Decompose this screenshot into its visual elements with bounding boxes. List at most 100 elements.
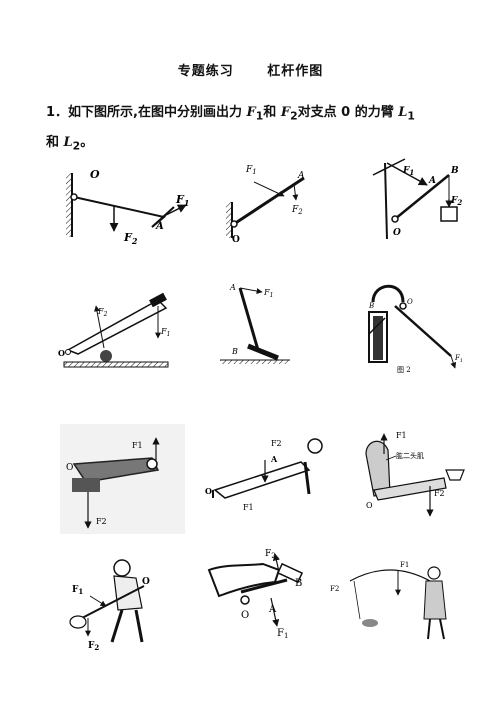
weight-block xyxy=(440,206,458,222)
figure-11-pedal: F2 B O A F1 xyxy=(207,549,304,640)
svg-text:F1: F1 xyxy=(160,327,170,338)
label-f2-sub: 2 xyxy=(456,198,462,207)
spout xyxy=(368,317,386,335)
pedal-bar xyxy=(240,578,288,594)
q-end: 。 xyxy=(80,134,94,150)
label-f1-sub: 1 xyxy=(78,587,83,596)
title-subject: 杠杆作图 xyxy=(267,64,324,79)
label-f1: F xyxy=(263,288,270,297)
force-f1-arrow xyxy=(253,181,285,197)
label-f1: F1 xyxy=(243,503,254,512)
shovel-handle xyxy=(81,585,145,619)
figure-9-forearm: F1 肱二头肌 F2 O xyxy=(365,431,465,517)
label-o: O xyxy=(90,168,100,181)
svg-text:F2: F2 xyxy=(123,231,138,246)
pivot xyxy=(240,595,250,605)
leg-right xyxy=(134,609,144,643)
object xyxy=(100,350,112,362)
label-f1-sub: 1 xyxy=(252,168,256,176)
label-o: O xyxy=(205,486,212,496)
label-f2: F2 xyxy=(330,585,339,593)
label-f2-sub: 2 xyxy=(131,236,138,246)
label-o: O xyxy=(241,610,249,621)
q-f2-sub: 2 xyxy=(290,109,298,123)
head xyxy=(113,559,131,577)
handle xyxy=(149,292,167,308)
q-f1-sub: 1 xyxy=(255,109,264,123)
label-f1: F xyxy=(72,585,79,595)
base-plate xyxy=(247,343,279,361)
pivot xyxy=(230,220,238,228)
arm xyxy=(303,461,311,495)
torso xyxy=(113,575,143,611)
pivot xyxy=(70,193,78,201)
label-f2: F2 xyxy=(271,439,282,448)
pivot xyxy=(399,302,407,310)
rod xyxy=(233,176,305,226)
label-f2: F xyxy=(291,205,299,215)
label-f2-sub: 2 xyxy=(271,552,275,560)
label-f2-sub: 2 xyxy=(297,208,303,216)
label-b: B xyxy=(295,578,302,589)
svg-text:F1: F1 xyxy=(72,585,83,596)
label-f2-sub: 2 xyxy=(103,311,108,318)
svg-text:F1: F1 xyxy=(175,193,189,208)
fishing-rod xyxy=(349,569,431,582)
label-f2: F xyxy=(88,641,95,651)
boom xyxy=(394,174,450,220)
label-a: A xyxy=(268,604,277,615)
figure-6-water-pump: B O F1 图 2 xyxy=(368,284,463,374)
pump-arc xyxy=(371,284,405,303)
label-f1: F xyxy=(277,628,284,639)
label-f2: F2 xyxy=(96,517,107,526)
q-l2-sub: 2 xyxy=(72,139,81,153)
label-o: O xyxy=(232,235,240,245)
label-f1-sub: 1 xyxy=(167,331,171,338)
pole xyxy=(384,162,388,240)
label-f1-sub: 1 xyxy=(460,358,463,364)
svg-text:F1: F1 xyxy=(454,354,463,364)
svg-text:F1: F1 xyxy=(263,288,273,299)
svg-text:F2: F2 xyxy=(265,549,276,560)
label-f2: F xyxy=(123,231,133,244)
label-b: B xyxy=(450,166,459,176)
force-f1-arrow xyxy=(89,595,107,607)
force-f2-arrow xyxy=(94,305,105,349)
label-o: O xyxy=(142,577,150,587)
force-f2-arrow xyxy=(272,553,280,573)
fisher-body xyxy=(423,580,447,620)
fishing-line xyxy=(353,580,361,620)
label-a: A xyxy=(270,454,278,464)
q-and1: 和 xyxy=(263,105,281,120)
stick xyxy=(238,287,260,351)
wall-hatch xyxy=(226,202,232,238)
pump-core xyxy=(373,316,383,360)
q-f1: F xyxy=(246,105,256,120)
pivot xyxy=(391,215,399,223)
fisher-head xyxy=(427,566,441,580)
ground xyxy=(220,360,290,364)
wall-hatch xyxy=(66,173,72,237)
page-title: 专题练习 杠杆作图 xyxy=(0,60,501,79)
figure-3-crane: F1 A B F2 O xyxy=(372,158,462,240)
svg-text:F1: F1 xyxy=(402,166,414,177)
figure-12-fishing: F1 F2 xyxy=(330,561,447,640)
label-a: A xyxy=(229,283,236,292)
label-f2-sub: 2 xyxy=(94,643,99,652)
label-f1: F xyxy=(160,327,167,336)
label-f2: F xyxy=(97,307,104,316)
pedal-end xyxy=(276,562,304,584)
q-l1-sub: 1 xyxy=(407,109,415,123)
svg-text:F1: F1 xyxy=(245,165,257,176)
label-f1: F xyxy=(402,166,410,176)
label-f2: F xyxy=(265,549,271,559)
label-o: O xyxy=(407,298,413,306)
figure-10-shovel: F1 O F2 xyxy=(69,559,150,652)
label-b: B xyxy=(368,302,374,310)
base xyxy=(63,361,169,368)
figure-7-lever-press: F1 O F2 xyxy=(60,424,185,534)
head xyxy=(307,438,323,454)
label-f1: F1 xyxy=(400,561,409,569)
label-a: A xyxy=(428,176,436,186)
figure-5-stick: A F1 B xyxy=(220,283,290,364)
